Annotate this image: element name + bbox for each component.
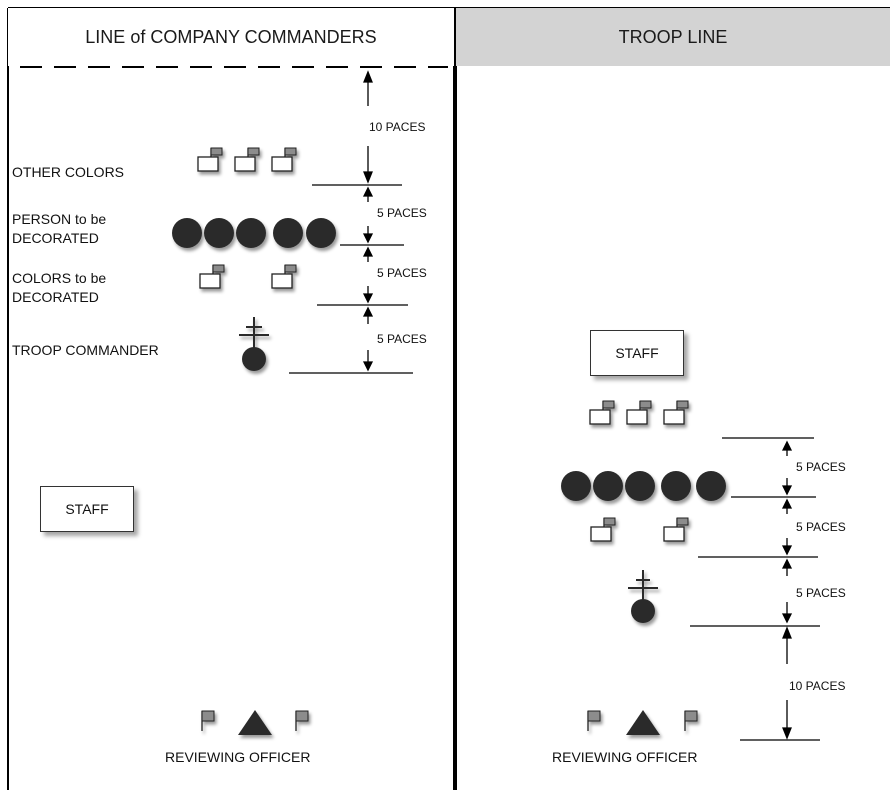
left-pace-1: 10 PACES [369, 120, 426, 134]
right-panel-header: TROOP LINE [456, 8, 890, 66]
left-pace-arrows [362, 70, 374, 372]
label-colors-line1: COLORS to be [12, 270, 107, 286]
label-person-line1: PERSON to be [12, 211, 107, 227]
left-staff-box: STAFF [40, 486, 134, 532]
right-pace-1: 5 PACES [796, 460, 846, 474]
label-other-colors: OTHER COLORS [12, 164, 125, 180]
right-reviewing-officer-label: REVIEWING OFFICER [552, 749, 698, 765]
left-pace-4: 5 PACES [377, 332, 427, 346]
left-pace-3: 5 PACES [377, 266, 427, 280]
right-pace-4: 10 PACES [789, 679, 846, 693]
right-pace-3: 5 PACES [796, 586, 846, 600]
right-reviewing-officer-symbols [587, 710, 698, 735]
right-other-colors [589, 400, 689, 425]
left-reviewing-officer-label: REVIEWING OFFICER [165, 749, 311, 765]
right-pace-2: 5 PACES [796, 520, 846, 534]
left-pace-lines [289, 184, 413, 374]
left-other-colors [197, 147, 297, 172]
left-troop-commander [239, 317, 269, 371]
left-pace-2: 5 PACES [377, 206, 427, 220]
label-colors-line2: DECORATED [12, 289, 99, 305]
right-pace-arrows [781, 440, 793, 740]
left-reviewing-officer-symbols [201, 710, 309, 735]
right-persons [561, 471, 726, 501]
left-colors-decorated [199, 264, 297, 289]
left-panel-header: LINE of COMPANY COMMANDERS [8, 8, 454, 66]
right-colors-decorated [590, 517, 689, 542]
right-troop-commander [628, 570, 658, 623]
left-persons [172, 218, 336, 248]
right-pace-lines [690, 437, 820, 741]
label-troop-commander: TROOP COMMANDER [12, 342, 159, 358]
right-staff-box: STAFF [590, 330, 684, 376]
label-person-line2: DECORATED [12, 230, 99, 246]
